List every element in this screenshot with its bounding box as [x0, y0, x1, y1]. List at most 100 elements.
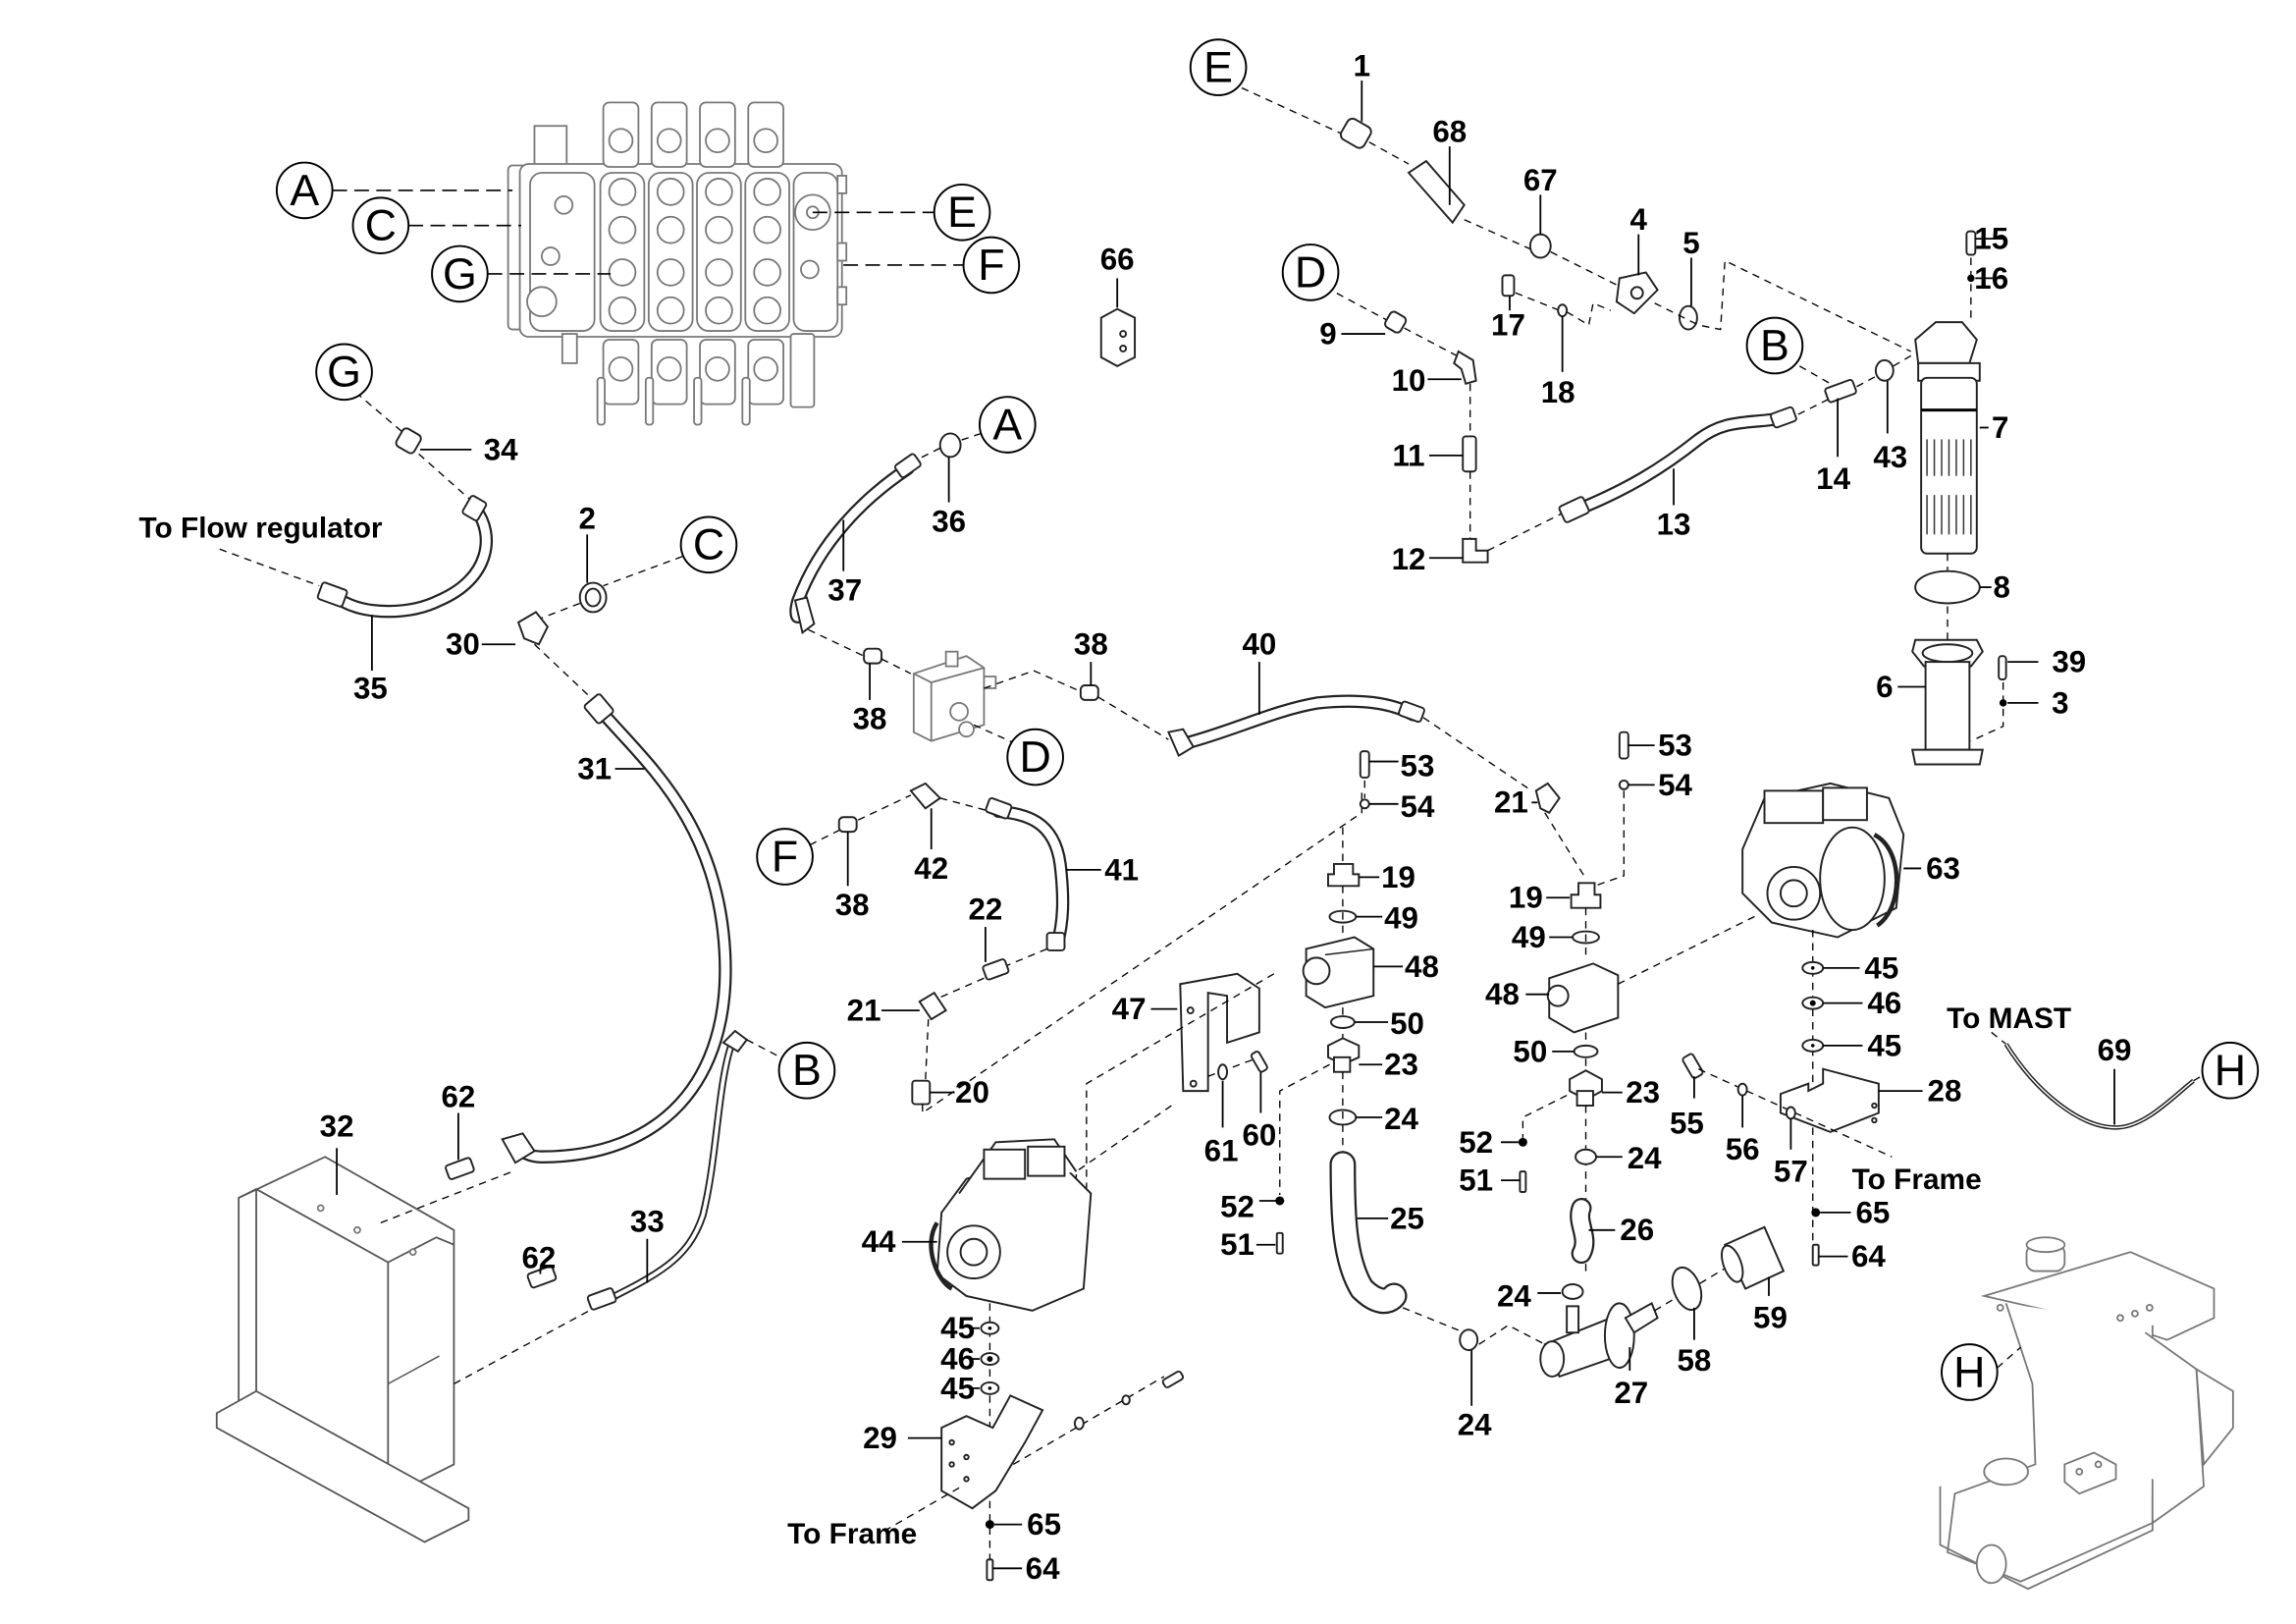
hose-41-assembly — [809, 782, 1362, 1114]
callout-circle — [1941, 1343, 1999, 1401]
suction-strainer-27 — [1539, 1301, 1659, 1379]
connection-callout-e: E — [933, 183, 991, 242]
callout-circle — [431, 244, 489, 303]
part-number-label: 45 — [1867, 1028, 1901, 1062]
part-number-label: 14 — [1816, 461, 1850, 496]
callout-letter: H — [2215, 1046, 2246, 1095]
part-number-label: 53 — [1401, 748, 1435, 783]
part-number-label: 38 — [835, 888, 870, 922]
connection-callout-g: G — [431, 244, 489, 303]
callout-circle — [2201, 1041, 2260, 1100]
part-number-label: 58 — [1677, 1343, 1711, 1378]
part-number-label: 44 — [862, 1224, 896, 1259]
part-number-label: 6 — [1876, 670, 1893, 704]
part-number-label: 46 — [940, 1341, 975, 1376]
part-number-label: 30 — [446, 627, 480, 662]
callout-circle — [756, 828, 814, 886]
right-pump-stack — [1478, 731, 1786, 1379]
part-number-label: 46 — [1867, 986, 1901, 1020]
pressure-line-d — [1324, 286, 1919, 564]
callout-letter: D — [1019, 732, 1050, 782]
connection-callout-b: B — [1745, 316, 1804, 375]
part-number-label: 67 — [1523, 163, 1558, 197]
connection-callout-d: D — [1006, 728, 1064, 786]
part-number-label: 27 — [1614, 1376, 1648, 1410]
motor-44 — [929, 1138, 1093, 1312]
return-line-parts — [1241, 81, 1911, 352]
part-number-label: 51 — [1459, 1164, 1493, 1198]
part-number-label: 69 — [2098, 1033, 2132, 1067]
part-number-label: 47 — [1112, 992, 1147, 1026]
left-pump-stack — [1255, 750, 1479, 1406]
part-number-label: 20 — [955, 1075, 989, 1110]
part-number-label: 62 — [522, 1241, 557, 1275]
part-number-label: 65 — [1027, 1507, 1061, 1542]
part-number-label: 32 — [320, 1109, 354, 1143]
part-number-label: 64 — [1026, 1551, 1060, 1586]
part-number-label: 38 — [1074, 627, 1108, 662]
callout-letter: H — [1953, 1347, 1985, 1396]
return-filter-assembly — [1897, 230, 2039, 766]
callout-circle — [315, 343, 373, 402]
callout-circle — [962, 236, 1021, 295]
part-number-label: 66 — [1100, 242, 1135, 276]
part-number-label: 9 — [1319, 316, 1336, 351]
part-number-label: 65 — [1855, 1195, 1890, 1229]
part-number-label: 45 — [1864, 950, 1898, 985]
part-number-label: 8 — [1993, 570, 2009, 605]
part-number-label: 5 — [1682, 226, 1699, 260]
callout-circle — [351, 196, 410, 254]
callout-letter: C — [365, 201, 397, 250]
connection-callout-e: E — [1189, 38, 1248, 96]
callout-letter: F — [772, 832, 798, 881]
callout-letter: G — [327, 348, 361, 397]
part-number-label: 13 — [1657, 507, 1691, 541]
callout-letter: B — [1760, 321, 1789, 370]
part-number-label: 3 — [2052, 685, 2068, 720]
part-number-label: 35 — [353, 671, 388, 705]
callout-letter: E — [947, 188, 977, 237]
part-number-label: 54 — [1401, 789, 1435, 824]
part-number-label: 55 — [1670, 1106, 1704, 1140]
part-number-label: 2 — [578, 501, 595, 535]
callout-circle — [933, 183, 991, 242]
part-number-label: 62 — [441, 1080, 475, 1114]
part-number-label: 33 — [630, 1204, 665, 1238]
connection-callout-a: A — [978, 396, 1037, 454]
part-number-label: 23 — [1384, 1048, 1418, 1082]
callout-circle — [1006, 728, 1064, 786]
part-number-label: 7 — [1992, 410, 2008, 445]
part-number-label: 24 — [1384, 1102, 1418, 1136]
part-number-label: 31 — [577, 751, 612, 785]
right-motor-assembly — [1682, 782, 1923, 1267]
hydraulic-tank — [1939, 1236, 2234, 1591]
routing-note: To Frame — [787, 1518, 917, 1550]
part-number-label: 15 — [1974, 222, 2008, 256]
part-number-label: 19 — [1509, 881, 1543, 915]
left-motor-bracket-assembly — [882, 972, 1275, 1582]
tank-h-leader — [1997, 1346, 2022, 1369]
callout-letter: D — [1295, 247, 1326, 297]
part-number-label: 51 — [1220, 1227, 1255, 1262]
part-number-label: 54 — [1658, 768, 1692, 802]
part-number-label: 60 — [1242, 1117, 1276, 1152]
connection-callout-g: G — [315, 343, 373, 402]
part-number-label: 56 — [1726, 1132, 1760, 1166]
part-number-label: 36 — [932, 504, 966, 538]
callout-circle — [978, 396, 1037, 454]
connection-callout-d: D — [1281, 244, 1340, 301]
part-number-label: 26 — [1620, 1213, 1654, 1247]
part-number-label: 17 — [1491, 308, 1525, 343]
callout-letter: E — [1203, 43, 1233, 92]
part-number-label: 18 — [1541, 375, 1575, 409]
connection-callout-h: H — [1941, 1343, 1999, 1401]
part-number-label: 48 — [1485, 977, 1520, 1011]
part-number-label: 1 — [1354, 49, 1370, 83]
part-number-label: 11 — [1392, 438, 1424, 472]
connection-callout-a: A — [275, 161, 334, 220]
mast-line-69 — [1991, 1031, 2205, 1130]
routing-note: To Flow regulator — [139, 512, 383, 544]
part-number-label: 42 — [914, 851, 948, 886]
